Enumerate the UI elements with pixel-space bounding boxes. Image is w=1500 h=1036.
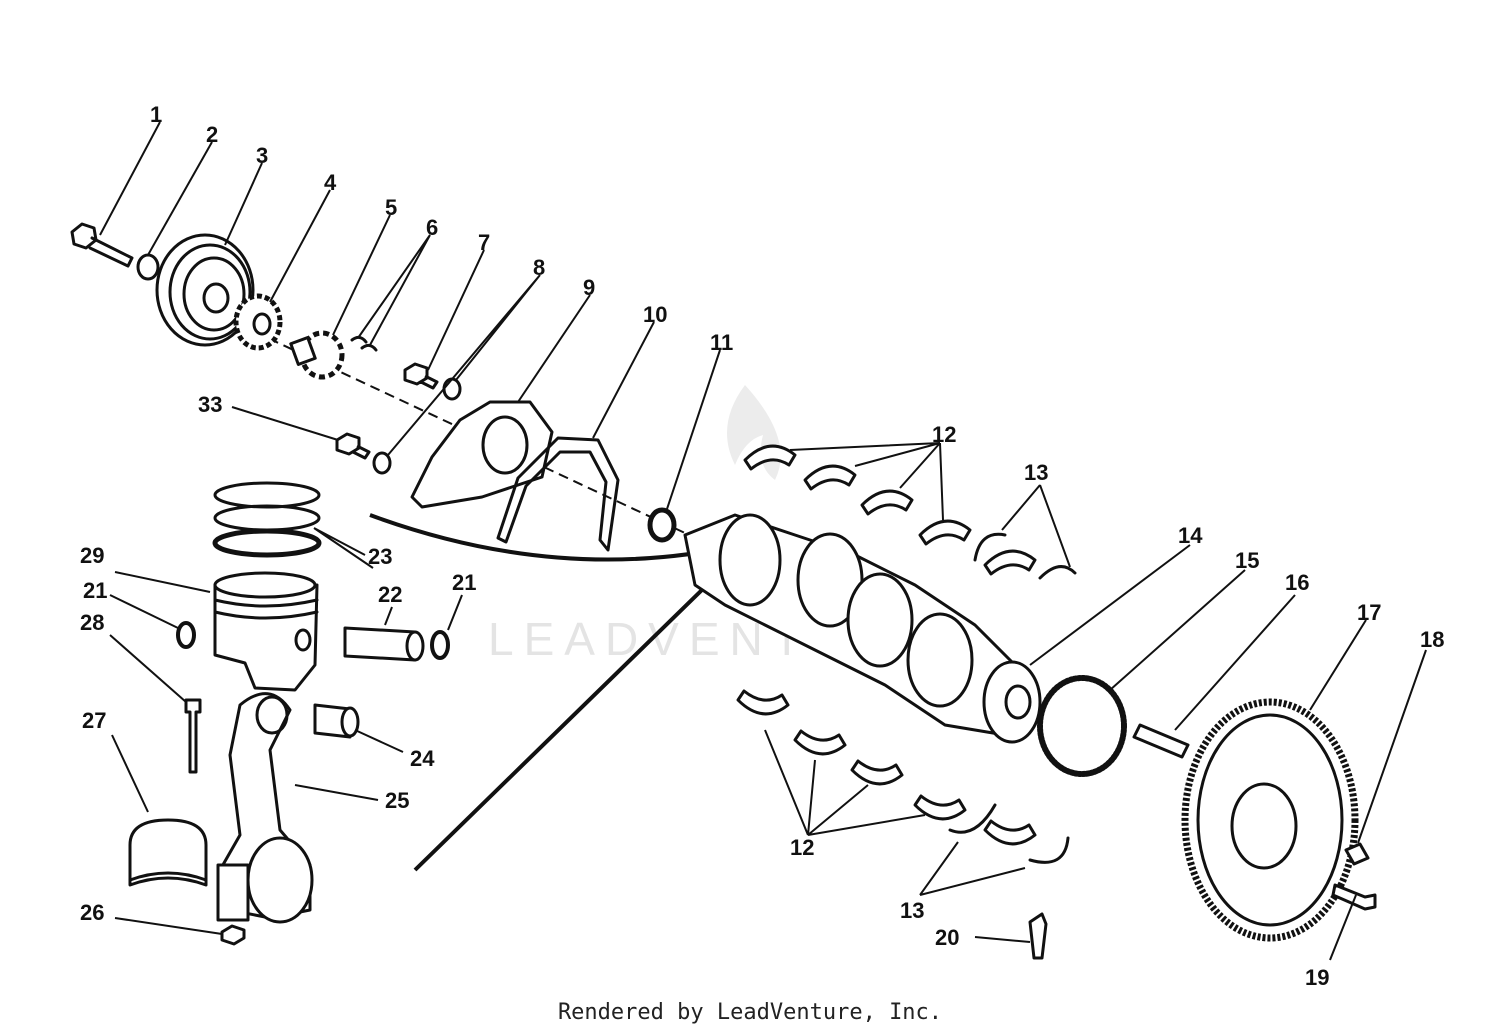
- part-28-rod-bolt[interactable]: [184, 698, 202, 774]
- part-1-bolt[interactable]: [70, 222, 134, 268]
- part-25-connecting-rod[interactable]: [216, 692, 314, 924]
- callout-1: 1: [150, 102, 162, 127]
- callout-10: 10: [643, 302, 667, 327]
- callout-12-upper: 12: [932, 422, 956, 447]
- callout-27: 27: [82, 708, 106, 733]
- callout-22: 22: [378, 582, 402, 607]
- part-9-seal-housing[interactable]: [410, 400, 554, 509]
- callout-12-lower: 12: [790, 835, 814, 860]
- callout-21-right: 21: [452, 570, 476, 595]
- callout-3: 3: [256, 143, 268, 168]
- callout-2: 2: [206, 122, 218, 147]
- callout-9: 9: [583, 275, 595, 300]
- callout-11: 11: [710, 330, 733, 355]
- footer-credit: Rendered by LeadVenture, Inc.: [557, 1000, 943, 1025]
- part-8-washer-lower[interactable]: [372, 451, 392, 475]
- callout-6: 6: [426, 215, 438, 240]
- callout-15: 15: [1235, 548, 1259, 573]
- part-27-rod-bearing[interactable]: [128, 818, 208, 887]
- part-14-crank-flange[interactable]: [982, 660, 1042, 744]
- callout-5: 5: [385, 195, 397, 220]
- part-2-washer[interactable]: [136, 253, 160, 281]
- part-21-clip-right[interactable]: [430, 630, 450, 660]
- callout-28: 28: [80, 610, 104, 635]
- part-8-washer-upper[interactable]: [442, 377, 462, 401]
- crankshaft[interactable]: [683, 513, 1037, 737]
- callout-24: 24: [410, 746, 435, 771]
- part-12-main-bearings-upper[interactable]: [743, 444, 1037, 576]
- callout-33: 33: [198, 392, 222, 417]
- callout-20: 20: [935, 925, 959, 950]
- part-5-sprocket[interactable]: [289, 330, 345, 380]
- part-24-rod-bushing[interactable]: [313, 703, 360, 739]
- callout-18: 18: [1420, 627, 1444, 652]
- callout-14: 14: [1178, 523, 1203, 548]
- callout-21-left: 21: [83, 578, 107, 603]
- part-7-bolt[interactable]: [403, 362, 439, 390]
- callout-16: 16: [1285, 570, 1309, 595]
- callout-23: 23: [368, 544, 392, 569]
- exploded-parts-diagram: LEADVENTURE: [70, 102, 1444, 990]
- part-19-bolt[interactable]: [1331, 883, 1377, 911]
- part-4-gear[interactable]: [233, 293, 283, 351]
- part-22-piston-pin[interactable]: [343, 626, 425, 662]
- part-16-dowel[interactable]: [1132, 723, 1190, 759]
- callout-13-lower: 13: [900, 898, 924, 923]
- part-26-nut[interactable]: [220, 924, 246, 946]
- part-3-pulley[interactable]: [155, 233, 255, 347]
- part-23-piston-rings[interactable]: [212, 481, 322, 558]
- part-20-pin[interactable]: [1028, 912, 1048, 960]
- callout-7: 7: [478, 230, 490, 255]
- part-21-clip-left[interactable]: [176, 621, 196, 649]
- part-11-seal[interactable]: [647, 507, 677, 543]
- part-12-main-bearings-lower[interactable]: [736, 689, 1037, 846]
- callout-26: 26: [80, 900, 104, 925]
- part-33-bolt[interactable]: [335, 432, 371, 460]
- part-18-bushing[interactable]: [1344, 842, 1370, 866]
- callout-19: 19: [1305, 965, 1329, 990]
- part-13-thrust-washers-lower[interactable]: [948, 803, 1070, 864]
- leader-lines: [99, 121, 1427, 961]
- part-29-piston[interactable]: [213, 571, 319, 692]
- part-15-seal-ring[interactable]: [1037, 675, 1127, 777]
- callout-17: 17: [1357, 600, 1381, 625]
- part-13-thrust-washers-upper[interactable]: [973, 532, 1077, 580]
- callout-13-upper: 13: [1024, 460, 1048, 485]
- part-10-gasket[interactable]: [496, 436, 620, 552]
- callout-25: 25: [385, 788, 409, 813]
- part-17-flywheel[interactable]: [1181, 698, 1359, 942]
- callout-29: 29: [80, 543, 104, 568]
- callout-4: 4: [324, 170, 337, 195]
- callout-8: 8: [533, 255, 545, 280]
